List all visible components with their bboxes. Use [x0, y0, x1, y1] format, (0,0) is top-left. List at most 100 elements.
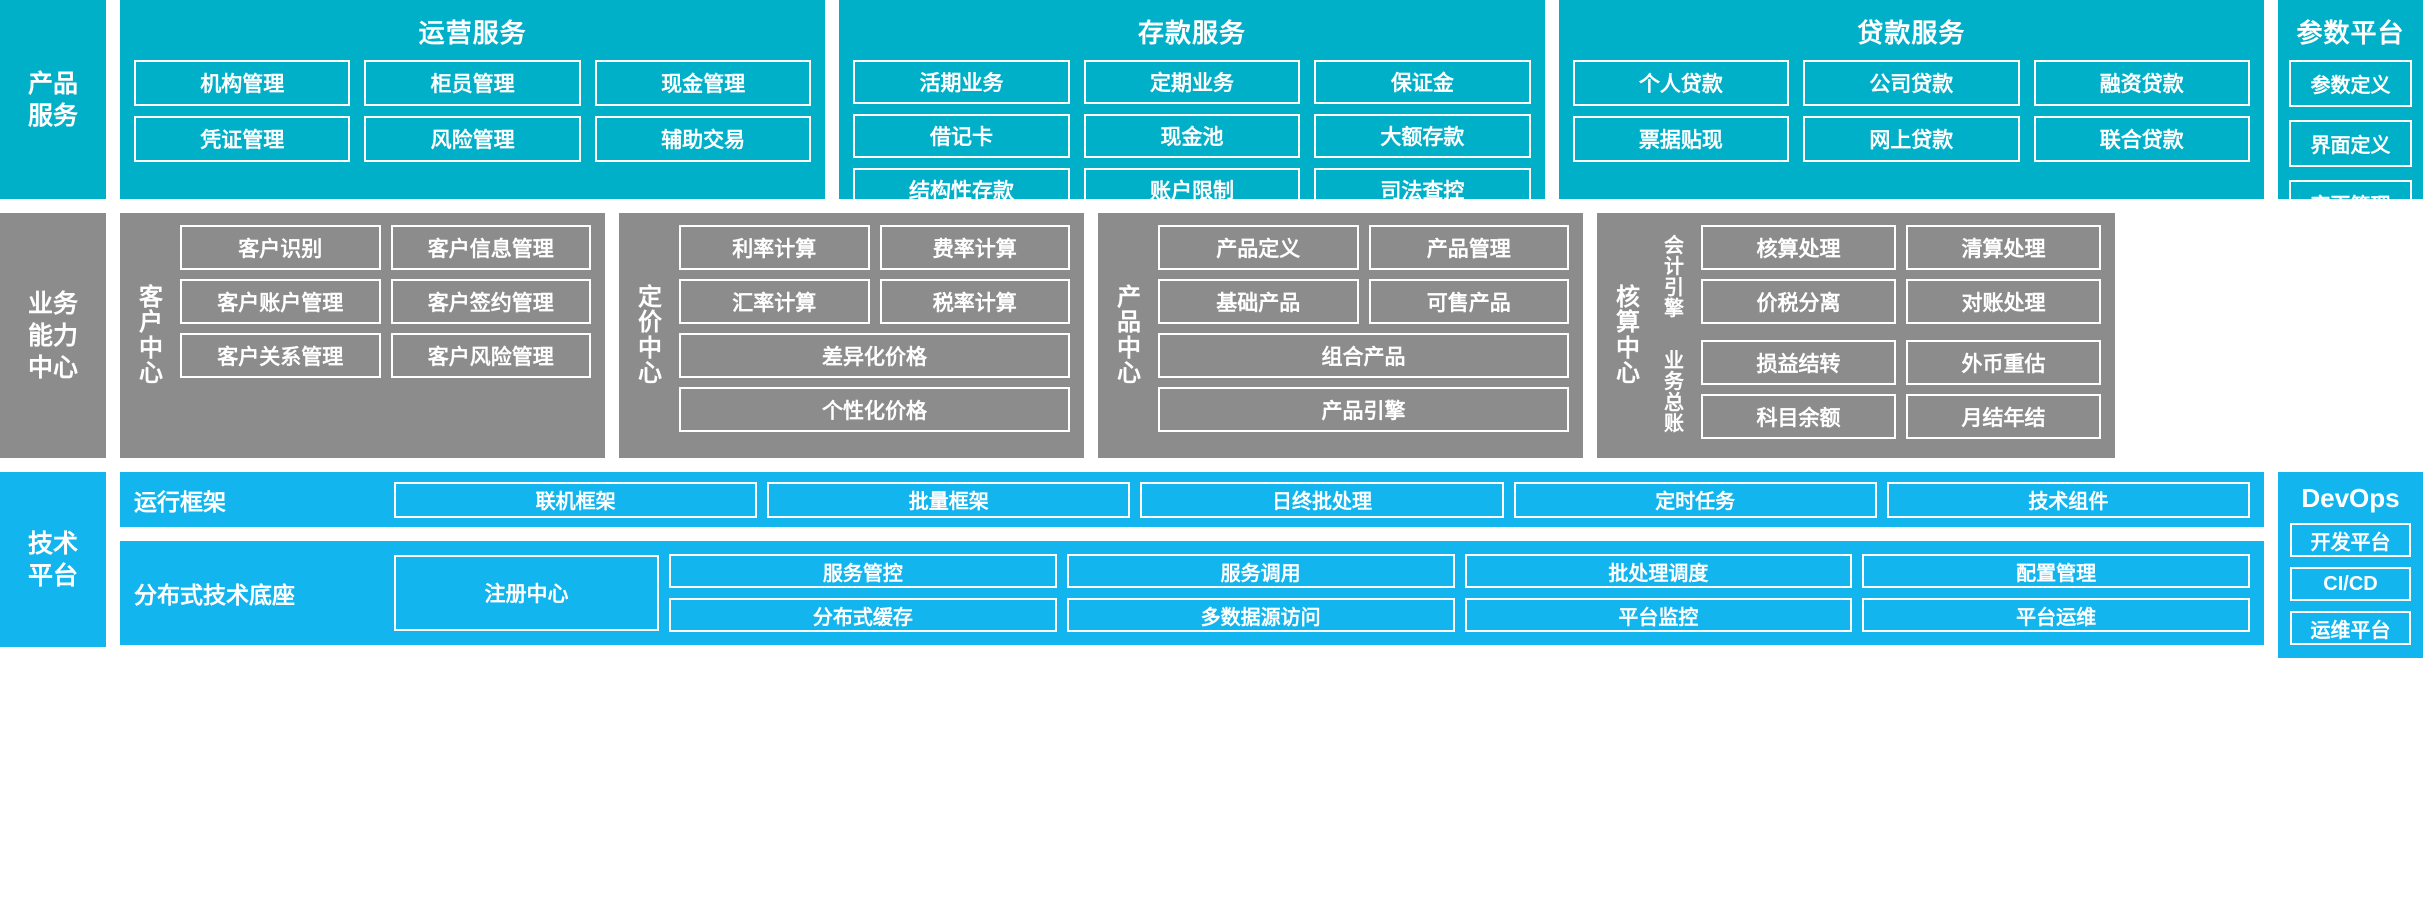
capability-item[interactable]: 月结年结 [1906, 394, 2101, 439]
capability-item[interactable]: 利率计算 [679, 225, 870, 270]
capability-item[interactable]: 产品管理 [1368, 225, 1569, 270]
tech-item[interactable]: 平台监控 [1464, 598, 1853, 632]
capability-item[interactable]: 客户签约管理 [390, 279, 591, 324]
parameter-item[interactable]: 参数定义 [2288, 60, 2412, 107]
deposit-services-grid: 活期业务 定期业务 保证金 借记卡 现金池 大额存款 结构性存款 账户限制 司法… [839, 60, 1544, 226]
center-row: 利率计算 费率计算 [679, 225, 1070, 270]
center-row: 核算处理 清算处理 [1701, 225, 2101, 270]
group-devops: DevOps 开发平台 CI/CD 运维平台 [2278, 472, 2423, 658]
tech-item[interactable]: 批处理调度 [1464, 554, 1853, 588]
service-item[interactable]: 融资贷款 [2033, 60, 2250, 106]
parameter-item[interactable]: 变更管理 [2288, 180, 2412, 227]
capability-item[interactable]: 客户识别 [180, 225, 381, 270]
service-item[interactable]: 现金管理 [594, 60, 812, 106]
layer-label-tech-platform: 技术 平台 [0, 472, 106, 647]
layer-label-line-1: 业务 [27, 289, 78, 318]
tech-item[interactable]: 多数据源访问 [1066, 598, 1455, 632]
technical-platform-layer: 技术 平台 运行框架 联机框架 批量框架 日终批处理 定时任务 技术组件 分布式… [0, 472, 2423, 919]
group-operation-services: 运营服务 机构管理 柜员管理 现金管理 凭证管理 风险管理 辅助交易 [120, 0, 826, 199]
capability-item[interactable]: 个性化价格 [679, 387, 1070, 432]
capability-item[interactable]: 客户关系管理 [180, 333, 381, 378]
capability-item[interactable]: 可售产品 [1368, 279, 1569, 324]
distributed-base-items: 服务管控 服务调用 批处理调度 配置管理 分布式缓存 多数据源访问 平台监控 平… [669, 554, 2250, 632]
service-item[interactable]: 柜员管理 [364, 60, 581, 106]
layer-label-line-1: 产品 [27, 69, 78, 98]
capability-item[interactable]: 对账处理 [1906, 279, 2101, 324]
group-parameter-platform: 参数平台 参数定义 界面定义 变更管理 流程管理 参数发布 参数对比 [2277, 0, 2423, 407]
service-item[interactable]: 风险管理 [364, 116, 581, 162]
tech-item[interactable]: 服务管控 [669, 554, 1057, 588]
capability-item[interactable]: 价税分离 [1701, 279, 1896, 324]
service-item[interactable]: 票据贴现 [1572, 116, 1790, 162]
capability-item[interactable]: 税率计算 [879, 279, 1070, 324]
loan-services-grid: 个人贷款 公司贷款 融资贷款 票据贴现 网上贷款 联合贷款 [1559, 60, 2264, 199]
parameter-item[interactable]: 界面定义 [2288, 120, 2412, 167]
capability-item[interactable]: 基础产品 [1158, 279, 1359, 324]
tech-item[interactable]: 联机框架 [394, 481, 758, 518]
tech-item[interactable]: 批量框架 [767, 481, 1131, 518]
devops-item[interactable]: 运维平台 [2290, 611, 2411, 645]
subgroup-name-accounting-engine: 会计引擎 [1664, 234, 1684, 321]
capability-item[interactable]: 产品引擎 [1158, 387, 1569, 432]
tech-item[interactable]: 技术组件 [1886, 481, 2250, 518]
parameter-item[interactable]: 参数发布 [2288, 300, 2412, 347]
parameter-item[interactable]: 流程管理 [2288, 240, 2412, 287]
capability-item[interactable]: 差异化价格 [679, 333, 1070, 378]
capability-item[interactable]: 核算处理 [1701, 225, 1896, 270]
group-title-devops: DevOps [2301, 483, 2400, 513]
tech-item[interactable]: 服务调用 [1066, 554, 1455, 588]
group-title-operation-services: 运营服务 [418, 18, 527, 48]
center-accounting: 核算中心 会计引擎 核算处理 清算处理 价税分离 对账处理 [1597, 213, 2115, 458]
service-item[interactable]: 辅助交易 [594, 116, 812, 162]
service-item[interactable]: 机构管理 [134, 60, 351, 106]
center-row: 科目余额 月结年结 [1701, 394, 2101, 439]
accounting-subgroup-ledger: 业务总账 损益结转 外币重估 科目余额 月结年结 [1657, 340, 2101, 446]
parameter-platform-list: 参数定义 界面定义 变更管理 流程管理 参数发布 参数对比 [2278, 60, 2423, 419]
runtime-framework-items: 联机框架 批量框架 日终批处理 定时任务 技术组件 [394, 481, 2250, 518]
service-item[interactable]: 联合贷款 [2033, 116, 2250, 162]
capability-item[interactable]: 费率计算 [879, 225, 1070, 270]
capability-item[interactable]: 组合产品 [1158, 333, 1569, 378]
service-item[interactable]: 现金池 [1083, 114, 1301, 158]
center-row: 客户关系管理 客户风险管理 [180, 333, 591, 378]
layer-label-line-2: 平台 [27, 561, 78, 590]
layer-label-line-3: 中心 [27, 353, 78, 382]
devops-list: 开发平台 CI/CD 运维平台 [2278, 523, 2423, 658]
layer-label-business-capability: 业务 能力 中心 [0, 213, 106, 458]
tech-item[interactable]: 平台运维 [1862, 598, 2250, 632]
product-services-layer: 产品 服务 运营服务 机构管理 柜员管理 现金管理 凭证管理 风险管理 辅助交易… [0, 0, 2423, 407]
service-item[interactable]: 凭证管理 [134, 116, 351, 162]
capability-item[interactable]: 汇率计算 [679, 279, 870, 324]
capability-item[interactable]: 客户风险管理 [390, 333, 591, 378]
tech-item[interactable]: 日终批处理 [1140, 481, 1504, 518]
service-item[interactable]: 结构性存款 [853, 168, 1070, 212]
devops-item[interactable]: 开发平台 [2290, 523, 2411, 557]
service-item[interactable]: 大额存款 [1314, 114, 1531, 158]
tech-band-distributed-base: 分布式技术底座 注册中心 服务管控 服务调用 批处理调度 配置管理 分布式缓存 … [120, 541, 2264, 645]
service-item[interactable]: 保证金 [1314, 60, 1531, 104]
service-item[interactable]: 定期业务 [1083, 60, 1301, 104]
service-item[interactable]: 公司贷款 [1803, 60, 2020, 106]
subgroup-name-business-ledger: 业务总账 [1664, 349, 1684, 436]
capability-item[interactable]: 损益结转 [1701, 340, 1896, 385]
center-customer: 客户中心 客户识别 客户信息管理 客户账户管理 客户签约管理 客户关系管理 客户… [120, 213, 605, 458]
capability-item[interactable]: 外币重估 [1906, 340, 2101, 385]
tech-item[interactable]: 配置管理 [1862, 554, 2250, 588]
tech-item[interactable]: 定时任务 [1513, 481, 1877, 518]
service-item[interactable]: 账户限制 [1083, 168, 1301, 212]
devops-item[interactable]: CI/CD [2290, 567, 2411, 601]
service-item[interactable]: 个人贷款 [1572, 60, 1790, 106]
tech-item[interactable]: 分布式缓存 [669, 598, 1057, 632]
capability-item[interactable]: 产品定义 [1158, 225, 1359, 270]
service-item[interactable]: 借记卡 [853, 114, 1070, 158]
capability-item[interactable]: 客户账户管理 [180, 279, 381, 324]
service-item[interactable]: 活期业务 [853, 60, 1070, 104]
business-capability-layer: 业务 能力 中心 客户中心 客户识别 客户信息管理 客户账户管理 客户签约管理 … [0, 213, 2423, 458]
service-item[interactable]: 司法查控 [1314, 168, 1531, 212]
capability-item[interactable]: 科目余额 [1701, 394, 1896, 439]
capability-item[interactable]: 清算处理 [1906, 225, 2101, 270]
capability-item[interactable]: 客户信息管理 [390, 225, 591, 270]
parameter-item[interactable]: 参数对比 [2288, 360, 2412, 407]
service-item[interactable]: 网上贷款 [1803, 116, 2020, 162]
tech-item-registry-center[interactable]: 注册中心 [394, 555, 659, 631]
